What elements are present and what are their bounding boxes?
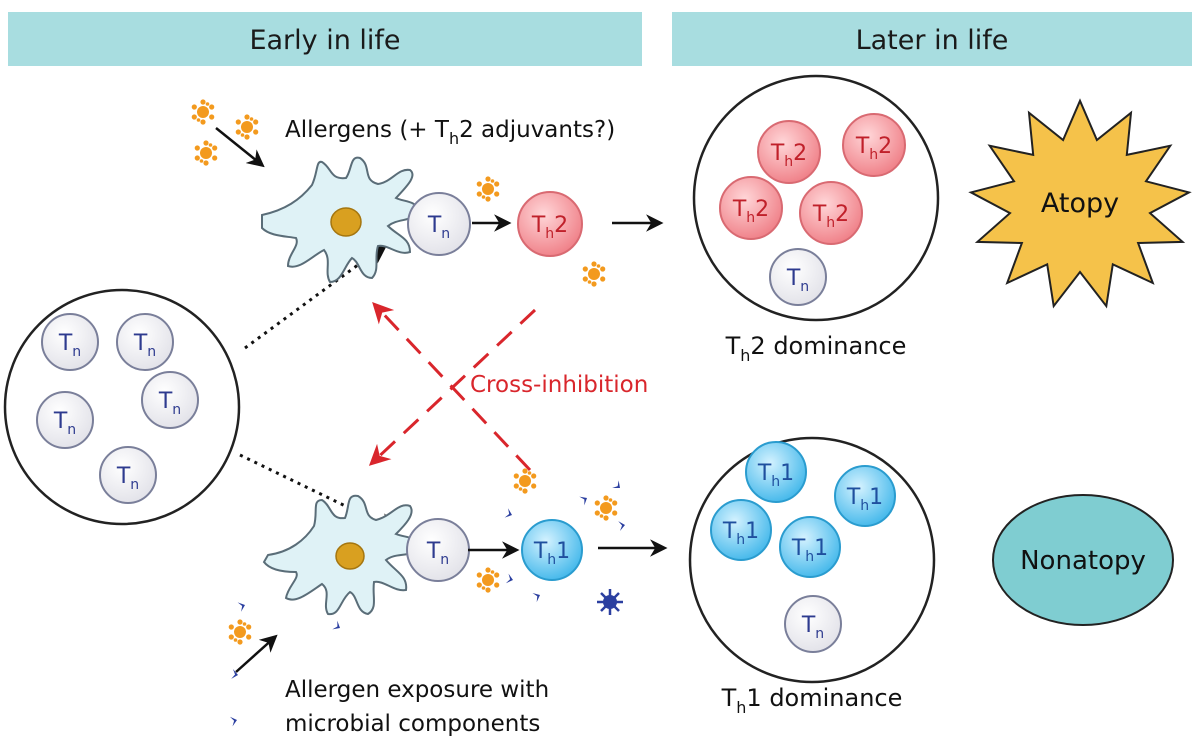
naive-t-cell: Tn [784, 595, 842, 653]
dendritic-cell-bottom [262, 494, 422, 616]
naive-t-cell: Tn [406, 518, 470, 582]
th2-cell-label: Th2 [531, 213, 568, 242]
header-band-later [672, 12, 1192, 66]
allergen-particle [194, 140, 218, 166]
header-early-label: Early in life [249, 25, 400, 56]
allergen-particle [513, 468, 537, 494]
allergen-particle [191, 99, 215, 125]
cross-inhibition-arrow-down [368, 308, 537, 466]
th2-dominance-label: Th2 dominance [725, 332, 907, 365]
th1-cell-label: Th1 [533, 539, 570, 568]
microbe-particle [504, 508, 514, 520]
th1-cell-label: Th1 [791, 536, 828, 565]
naive-t-cell-body [36, 391, 94, 449]
th1-cell-body [745, 441, 807, 503]
dendritic-cell-top [261, 156, 422, 284]
th2-cell: Th2 [757, 120, 821, 184]
naive-t-cell-label: Tn [133, 331, 156, 360]
naive-t-cell-body [407, 192, 471, 256]
th2-cell-body [757, 120, 821, 184]
naive-t-cell-label: Tn [427, 213, 450, 242]
exposure-label-line2: microbial components [285, 711, 540, 737]
exposure-label-line1: Allergen exposure with [285, 677, 549, 703]
th2-cell-body [799, 181, 863, 245]
th1-cell-label: Th1 [722, 519, 759, 548]
th2-cell: Th2 [842, 113, 906, 177]
naive-t-cell: Tn [99, 446, 157, 504]
th1-cell: Th1 [779, 516, 841, 578]
naive-t-cell: Tn [36, 391, 94, 449]
microbe-particle [229, 715, 239, 727]
allergen-particle [235, 114, 259, 140]
th2-cell-body [842, 113, 906, 177]
naive-t-cell-body [99, 446, 157, 504]
header-later-label: Later in life [856, 25, 1009, 56]
th1-cell-label: Th1 [757, 461, 794, 490]
microbe-particle [505, 573, 515, 585]
microbe-particle [612, 480, 624, 492]
nonatopy-ellipse [992, 494, 1174, 626]
microbe-particle [532, 590, 543, 603]
th2-cell: Th2 [517, 191, 583, 257]
naive-t-cell-label: Tn [801, 613, 824, 642]
th2-cell-body [719, 176, 783, 240]
th1-cell-body [834, 465, 896, 527]
th1-cell-body [779, 516, 841, 578]
naive-t-cell: Tn [407, 192, 471, 256]
th1-cell-body [521, 519, 583, 581]
naive-t-cell-body [41, 313, 99, 371]
naive-t-cell-label: Tn [116, 464, 139, 493]
allergen-arrow-bottom [235, 634, 278, 673]
microbe-particle [618, 520, 626, 531]
microbe-particle [332, 620, 343, 633]
th2-cell-label: Th2 [855, 134, 892, 163]
allergens-label: Allergens (+ Th2 adjuvants?) [285, 117, 615, 148]
th2-cell: Th2 [799, 181, 863, 245]
naive-t-cell-body [769, 248, 827, 306]
header-band-early [8, 12, 642, 66]
allergen-particle [228, 619, 252, 645]
th1-cell: Th1 [521, 519, 583, 581]
th1-cell: Th1 [710, 499, 772, 561]
naive-t-cell: Tn [116, 313, 174, 371]
th2-cell-label: Th2 [812, 202, 849, 231]
microbe-particle [579, 493, 590, 506]
microbe-star [597, 589, 623, 615]
naive-t-cell-body [784, 595, 842, 653]
naive-t-cell: Tn [141, 371, 199, 429]
th2-cell-label: Th2 [732, 197, 769, 226]
atopy-starburst [968, 98, 1192, 309]
naive-t-cell-body [116, 313, 174, 371]
th2-cell: Th2 [719, 176, 783, 240]
naive-t-cell-body [141, 371, 199, 429]
naive-t-cell-label: Tn [158, 389, 181, 418]
allergen-particle [476, 176, 500, 202]
atopy-label: Atopy [1041, 188, 1119, 219]
allergen-particle [594, 495, 618, 521]
th1-dominance-label: Th1 dominance [721, 684, 903, 717]
naive-t-cell: Tn [769, 248, 827, 306]
th2-cell-label: Th2 [770, 141, 807, 170]
th1-cell-body [710, 499, 772, 561]
naive-t-cell-label: Tn [58, 331, 81, 360]
naive-t-cell-label: Tn [786, 266, 809, 295]
th1-cell: Th1 [834, 465, 896, 527]
allergen-particle [582, 261, 606, 287]
th1-cell: Th1 [745, 441, 807, 503]
naive-t-cell-label: Tn [53, 409, 76, 438]
allergen-particle [476, 567, 500, 593]
naive-t-cell: Tn [41, 313, 99, 371]
allergen-arrow-top [215, 127, 265, 168]
nonatopy-label: Nonatopy [1020, 546, 1146, 576]
th1-cell-label: Th1 [846, 485, 883, 514]
naive-t-cell-label: Tn [426, 539, 449, 568]
microbe-particle [237, 600, 247, 612]
th2-cell-body [517, 191, 583, 257]
cross-inhibition-label: Cross-inhibition [470, 372, 648, 398]
